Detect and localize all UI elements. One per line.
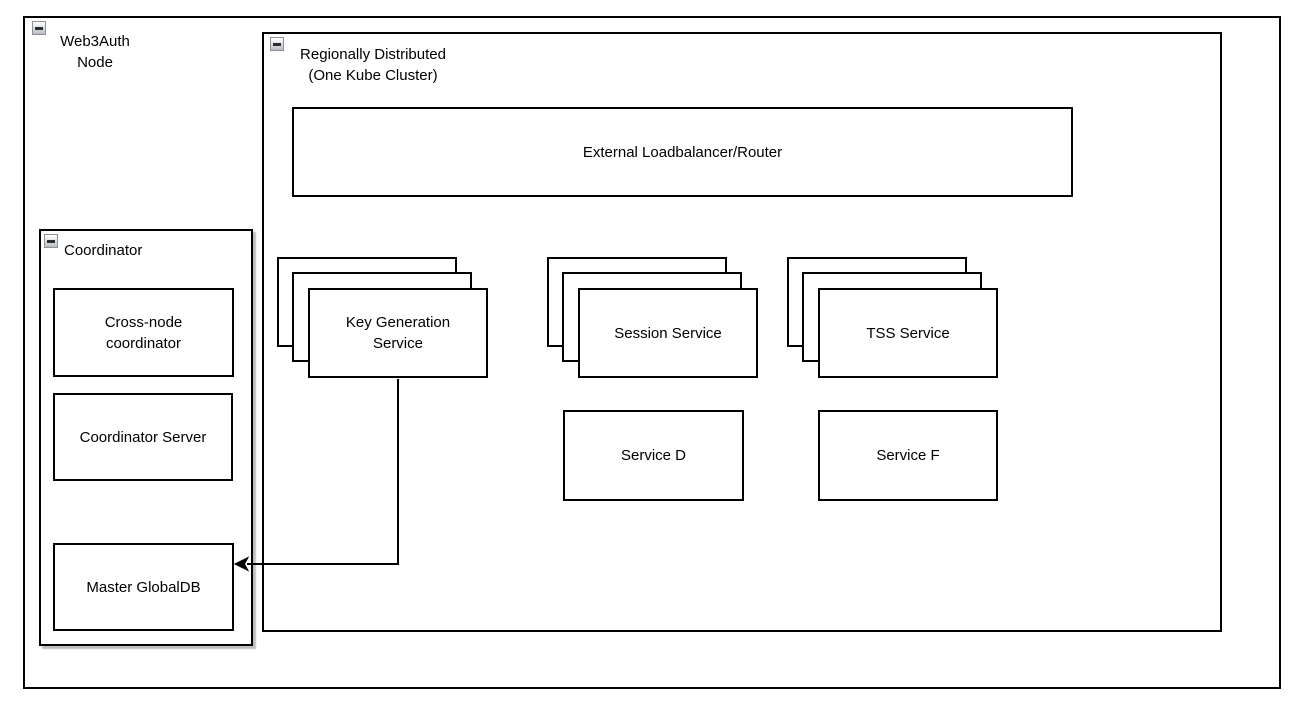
group-regionally-distributed[interactable]: Regionally Distributed (One Kube Cluster…: [262, 32, 1222, 632]
collapse-minus-icon[interactable]: [270, 37, 284, 51]
node-master-globaldb[interactable]: Master GlobalDB: [53, 543, 234, 631]
collapse-minus-icon[interactable]: [44, 234, 58, 248]
group-web3auth-node[interactable]: Web3Auth Node Coordinator Cross-node coo…: [23, 16, 1281, 689]
node-coordinator-server[interactable]: Coordinator Server: [53, 393, 233, 481]
node-label: Coordinator Server: [79, 428, 207, 446]
node-label: Cross-node coordinator: [104, 313, 183, 352]
node-label: Session Service: [614, 324, 722, 342]
node-label: TSS Service: [866, 324, 950, 342]
node-service-f[interactable]: Service F: [818, 410, 998, 501]
node-service-d[interactable]: Service D: [563, 410, 744, 501]
group-web3auth-node-label: Web3Auth Node: [60, 33, 130, 71]
node-cross-node-coordinator[interactable]: Cross-node coordinator: [53, 288, 234, 377]
node-tss-service[interactable]: TSS Service: [818, 288, 998, 378]
node-external-loadbalancer[interactable]: External Loadbalancer/Router: [292, 107, 1073, 197]
node-label: External Loadbalancer/Router: [582, 143, 783, 161]
group-regionally-distributed-label: Regionally Distributed (One Kube Cluster…: [300, 46, 446, 84]
node-label: Master GlobalDB: [86, 578, 201, 596]
collapse-minus-icon[interactable]: [32, 21, 46, 35]
node-key-generation-service[interactable]: Key Generation Service: [308, 288, 488, 378]
node-label: Service D: [620, 447, 687, 464]
node-session-service[interactable]: Session Service: [578, 288, 758, 378]
node-label: Service F: [876, 447, 940, 464]
group-coordinator[interactable]: Coordinator Cross-node coordinator Coord…: [39, 229, 253, 646]
node-label: Key Generation Service: [345, 314, 451, 352]
group-coordinator-label: Coordinator: [64, 242, 143, 259]
